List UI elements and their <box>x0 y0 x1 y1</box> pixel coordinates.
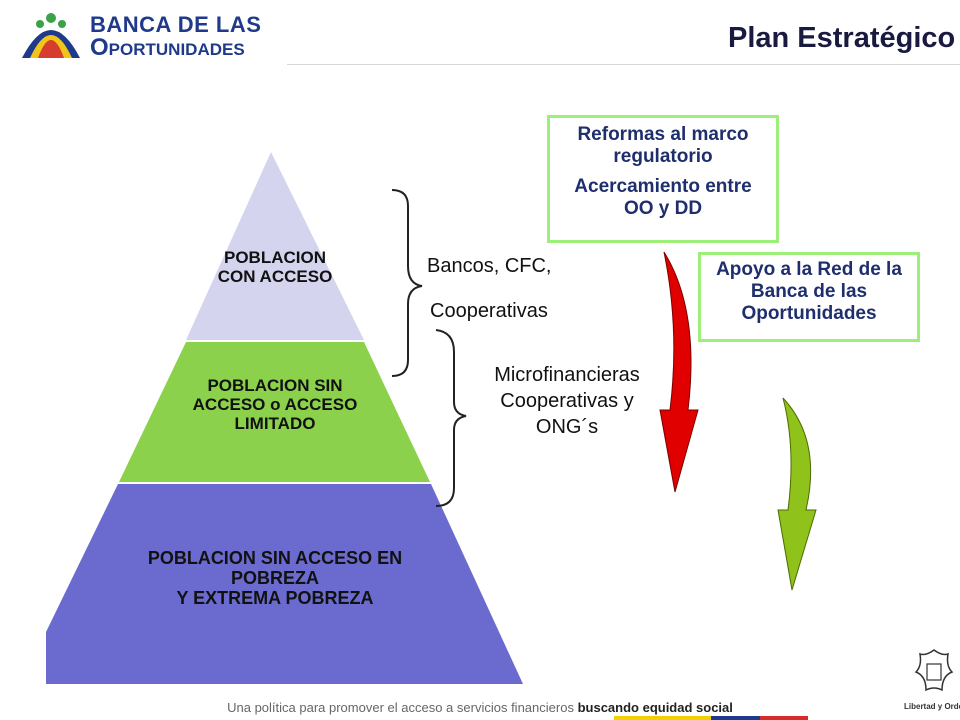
footer-text-regular: Una política para promover el acceso a s… <box>227 700 574 715</box>
group-lower: Microfinancieras Cooperativas y ONG´s <box>494 364 640 438</box>
footer-text: Una política para promover el acceso a s… <box>0 700 960 715</box>
header-divider <box>287 64 960 65</box>
logo-line1: BANCA DE LAS <box>90 12 262 37</box>
group-upper-line2: Cooperativas <box>430 300 548 322</box>
pyramid-top-tier <box>186 152 364 340</box>
seal-caption: Libertad y Orden <box>904 702 960 711</box>
page-title: Plan Estratégico <box>728 22 956 54</box>
group-upper-line1: Bancos, CFC, <box>427 255 552 277</box>
support-network-box: Apoyo a la Red de la Banca de las Oportu… <box>698 252 920 342</box>
brace-upper <box>391 189 423 377</box>
green-curved-arrow <box>777 397 817 591</box>
reforms-box-line1: Reformas al marco regulatorio <box>577 124 749 167</box>
footer-text-bold: buscando equidad social <box>577 700 733 715</box>
pyramid-bottom-tier <box>46 484 523 684</box>
pyramid-middle-tier <box>119 342 430 482</box>
pyramid-middle-label: POBLACION SIN ACCESO o ACCESO LIMITADO <box>192 376 358 434</box>
logo-line2: Oportunidades <box>90 34 245 61</box>
logo-icon <box>22 13 80 58</box>
pyramid-top-label: POBLACION CON ACCESO <box>217 248 333 287</box>
reforms-box: Reformas al marco regulatorio Acercamien… <box>547 115 779 243</box>
reforms-box-line2: Acercamiento entre OO y DD <box>574 176 752 219</box>
red-curved-arrow <box>659 251 699 493</box>
national-seal-icon <box>914 649 954 692</box>
brace-lower <box>435 329 467 507</box>
pyramid-bottom-label: POBLACION SIN ACCESO EN POBREZA Y EXTREM… <box>147 548 403 609</box>
footer-flag-bar <box>614 716 808 720</box>
support-network-box-text: Apoyo a la Red de la Banca de las Oportu… <box>716 259 902 324</box>
